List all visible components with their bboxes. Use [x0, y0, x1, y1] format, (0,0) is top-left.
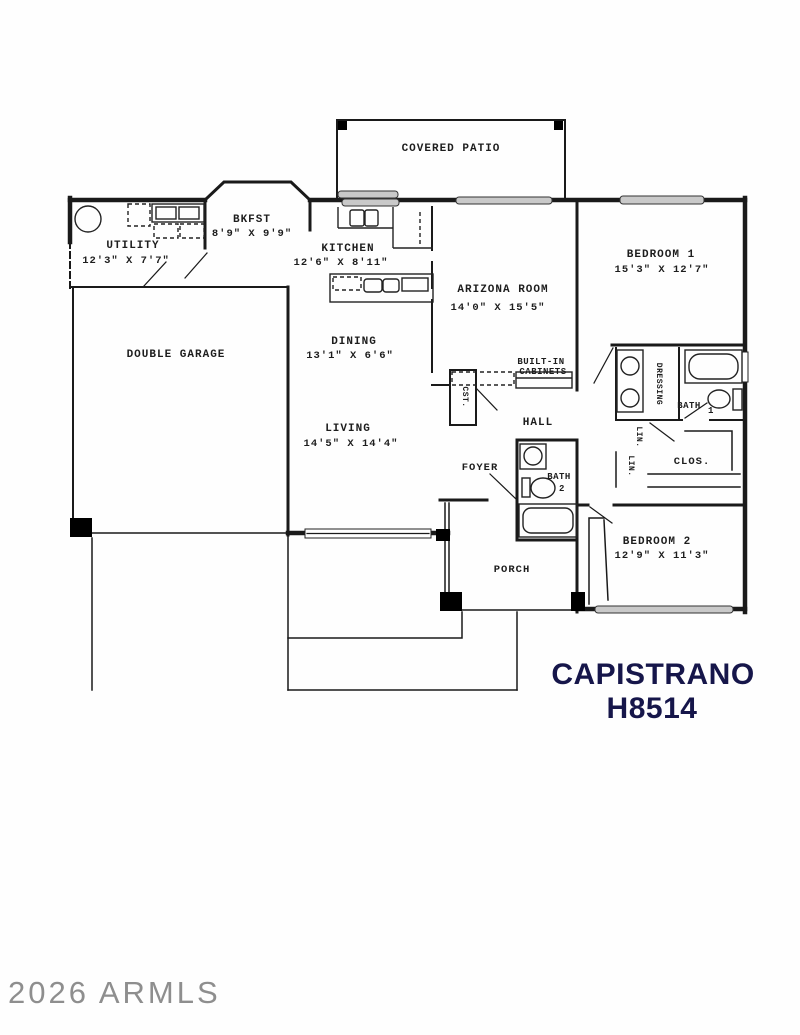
- garage-corner-post: [70, 518, 92, 537]
- bath1-door: [684, 402, 708, 419]
- bath1-window: [741, 351, 749, 383]
- laundry-counter: [151, 203, 205, 223]
- kitchen-sink-icon: [349, 209, 365, 227]
- label-hall: HALL: [523, 417, 553, 429]
- bath1-fixtures: [616, 349, 743, 413]
- kitchen-sink-icon: [364, 209, 379, 227]
- room-labels: COVERED PATIO UTILITY 12'3" X 7'7" BKFST…: [82, 143, 714, 576]
- label-utility: UTILITY: [106, 240, 159, 252]
- label-built-in: BUILT-IN: [517, 357, 564, 367]
- toilet-icon: [707, 389, 731, 409]
- model-number: H8514: [607, 692, 698, 725]
- patio-door-window: [337, 190, 399, 199]
- label-living: LIVING: [325, 423, 371, 435]
- kitchen-peninsula: [329, 273, 434, 303]
- windows: [304, 190, 749, 614]
- dual-vanity: [616, 349, 644, 413]
- label-linen2: LIN.: [626, 455, 635, 476]
- model-name: CAPISTRANO: [551, 658, 754, 691]
- sink-icon: [523, 446, 543, 466]
- posts: [70, 518, 585, 611]
- cooktop-icon: [363, 278, 383, 293]
- dims-utility: 12'3" X 7'7": [82, 255, 170, 267]
- porch-post-right: [571, 592, 585, 611]
- patio-corner-mark: [554, 121, 563, 130]
- washer-icon: [155, 206, 177, 220]
- freezer-icon: [127, 203, 151, 227]
- vanity: [519, 443, 547, 470]
- label-dining: DINING: [331, 336, 377, 348]
- entry-closet-door: [475, 387, 498, 411]
- label-porch: PORCH: [494, 564, 531, 576]
- closet-door: [649, 422, 675, 442]
- label-bath1-number: 1: [708, 406, 714, 416]
- label-arizona-room: ARIZONA ROOM: [457, 284, 548, 296]
- covered-patio-outline: [336, 119, 566, 201]
- plan-title-block: CAPISTRANO H8514: [551, 658, 754, 725]
- utility-fixtures: [74, 203, 205, 239]
- dims-bedroom1: 15'3" X 12'7": [615, 264, 710, 276]
- front-door: [489, 473, 517, 500]
- living-wall-endcap: [436, 529, 450, 541]
- counter-section: [401, 277, 429, 292]
- label-entry-closet: CST.: [460, 386, 469, 407]
- label-dressing: DRESSING: [654, 363, 663, 405]
- interior-walls: [69, 198, 747, 614]
- dryer-icon: [178, 206, 200, 220]
- label-linen1: LIN.: [634, 426, 643, 447]
- hall-door: [184, 252, 208, 279]
- bath2-walls: [515, 438, 579, 542]
- label-bath2: BATH: [547, 472, 571, 482]
- cooktop-icon: [382, 278, 400, 293]
- bedroom2-door: [589, 506, 613, 524]
- door-swings: [142, 252, 708, 524]
- kitchen-fixtures: [329, 207, 434, 303]
- label-bath1: BATH: [677, 401, 701, 411]
- bedroom1-door: [593, 347, 614, 384]
- utility-door: [142, 261, 167, 288]
- dims-bkfst: 8'9" X 9'9": [212, 228, 292, 240]
- water-heater-icon: [74, 205, 102, 233]
- oven-icon: [332, 276, 362, 291]
- built-in-cabinet-box: [451, 371, 515, 386]
- dims-dining: 13'1" X 6'6": [306, 350, 394, 362]
- dims-bedroom2: 12'9" X 11'3": [615, 550, 710, 562]
- appliance-box: [153, 223, 179, 239]
- built-in-cabinet-box: [515, 371, 573, 389]
- bathtub-icon: [684, 349, 743, 384]
- label-bkfst: BKFST: [233, 214, 271, 226]
- arizona-slider-window: [455, 196, 553, 205]
- label-bath2-number: 2: [559, 484, 565, 494]
- label-covered-patio: COVERED PATIO: [402, 143, 501, 155]
- label-closet: CLOS.: [674, 456, 711, 468]
- label-kitchen: KITCHEN: [321, 243, 374, 255]
- label-cabinets: CABINETS: [519, 367, 566, 377]
- site-lines: [91, 534, 518, 691]
- porch-post-left: [440, 592, 462, 611]
- label-foyer: FOYER: [462, 462, 499, 474]
- bathtub-icon: [518, 503, 578, 538]
- sink-icon: [620, 356, 640, 376]
- patio-corner-mark: [338, 121, 347, 130]
- toilet-icon: [530, 477, 556, 499]
- label-bedroom2: BEDROOM 2: [623, 536, 691, 548]
- sink-icon: [620, 388, 640, 408]
- entry-closet-box: [449, 369, 477, 426]
- bedroom1-window: [619, 195, 705, 205]
- bedroom2-closet-doors: [588, 517, 609, 605]
- watermark-text: 2026 ARMLS: [8, 975, 221, 1010]
- appliance-box: [179, 223, 205, 239]
- bath2-fixtures: [518, 443, 578, 538]
- bedroom2-window: [594, 605, 734, 614]
- foyer-sidelight: [444, 502, 450, 593]
- label-bedroom1: BEDROOM 1: [627, 249, 695, 261]
- dims-arizona-room: 14'0" X 15'5": [451, 302, 546, 314]
- dims-kitchen: 12'6" X 8'11": [294, 257, 389, 269]
- built-in-cabinets-fixture: [451, 371, 573, 389]
- kitchen-window: [341, 198, 400, 207]
- bkfst-bay-wall: [202, 180, 313, 203]
- dims-living: 14'5" X 14'4": [304, 438, 399, 450]
- label-double-garage: DOUBLE GARAGE: [127, 349, 226, 361]
